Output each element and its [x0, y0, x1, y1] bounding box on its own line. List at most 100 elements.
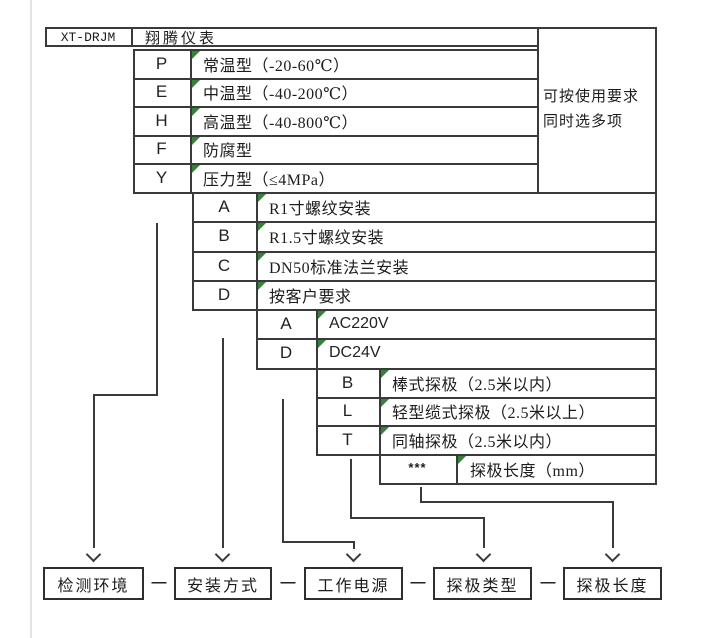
- cell-corner-tick: [258, 194, 266, 202]
- temp-desc-Y: 压力型（≤4MPa）: [203, 171, 336, 189]
- dash-separator: —: [410, 574, 426, 591]
- table-border-line: [133, 49, 537, 51]
- table-border-line: [316, 454, 655, 456]
- cell-corner-tick: [192, 108, 200, 116]
- power-code-D: D: [279, 343, 293, 362]
- connector-line: [420, 501, 614, 503]
- arrowhead-down-icon: [604, 546, 621, 563]
- selection-note-line2: 同时选多项: [543, 113, 624, 130]
- probe-code-B: B: [341, 372, 354, 392]
- length-code: ***: [408, 460, 427, 475]
- temp-code-P: P: [155, 53, 168, 73]
- probe-code-T: T: [342, 429, 353, 449]
- cell-corner-tick: [258, 253, 266, 261]
- probe-desc-L: 轻型缆式探极（2.5米以上）: [392, 405, 596, 422]
- cell-corner-tick: [258, 282, 266, 290]
- table-border-line: [316, 425, 655, 427]
- table-border-line: [316, 309, 318, 456]
- cell-corner-tick: [192, 80, 200, 88]
- temp-code-E: E: [155, 82, 168, 101]
- table-border-line: [256, 338, 655, 340]
- cell-corner-tick: [318, 311, 326, 319]
- install-code-D: D: [217, 284, 231, 304]
- dash-separator: —: [540, 574, 556, 591]
- model-code: XT-DRJM: [60, 29, 116, 45]
- cell-corner-tick: [192, 137, 200, 145]
- table-border-line: [192, 280, 655, 282]
- table-border-line: [379, 483, 655, 485]
- page-edge-line: [30, 0, 32, 638]
- temp-code-Y: Y: [155, 167, 168, 187]
- dash-separator: —: [280, 574, 296, 591]
- power-desc-A: AC220V: [329, 314, 389, 332]
- temp-code-H: H: [155, 110, 168, 130]
- connector-line: [350, 459, 352, 519]
- dash-separator: —: [151, 574, 167, 591]
- table-border-line: [133, 192, 655, 194]
- connector-line: [282, 399, 284, 543]
- category-box-installation: 安装方式: [174, 567, 272, 600]
- table-border-line: [379, 368, 381, 485]
- table-border-line: [316, 397, 655, 399]
- install-desc-B: R1.5寸螺纹安装: [269, 230, 385, 247]
- arrowhead-down-icon: [475, 546, 492, 563]
- install-code-A: A: [218, 196, 230, 216]
- arrowhead-down-icon: [85, 546, 102, 563]
- table-border-line: [133, 106, 537, 108]
- table-border-line: [192, 309, 655, 311]
- install-desc-A: R1寸螺纹安装: [269, 200, 372, 218]
- probe-desc-T: 同轴探极（2.5米以内）: [392, 433, 563, 451]
- cell-corner-tick: [192, 165, 200, 173]
- cell-corner-tick: [192, 51, 200, 59]
- category-box-probe-length: 探极长度: [563, 567, 662, 600]
- temp-desc-F: 防腐型: [203, 143, 253, 160]
- table-border-line: [133, 163, 537, 165]
- connector-line: [93, 394, 158, 396]
- table-border-line: [192, 221, 655, 223]
- install-desc-D: 按客户要求: [269, 288, 352, 306]
- cell-corner-tick: [381, 399, 389, 407]
- temp-desc-P: 常温型（-20-60℃）: [203, 57, 350, 75]
- table-border-line: [133, 135, 537, 137]
- connector-line: [420, 487, 422, 503]
- cell-corner-tick: [458, 456, 466, 464]
- table-border-line: [655, 27, 657, 485]
- table-border-line: [131, 27, 133, 47]
- table-border-line: [133, 78, 537, 80]
- brand-name: 翔腾仪表: [145, 30, 218, 47]
- power-code-A: A: [280, 313, 292, 333]
- install-code-C: C: [217, 255, 231, 275]
- install-code-B: B: [218, 226, 230, 245]
- category-box-probe-type: 探极类型: [433, 567, 532, 600]
- probe-code-L: L: [342, 401, 353, 420]
- connector-line: [483, 517, 485, 548]
- temp-desc-E: 中温型（-40-200℃）: [203, 86, 359, 103]
- table-border-line: [133, 49, 135, 194]
- probe-desc-B: 棒式探极（2.5米以内）: [392, 376, 563, 394]
- power-desc-D: DC24V: [329, 344, 381, 361]
- table-border-line: [45, 27, 655, 29]
- table-border-line: [537, 27, 539, 194]
- arrowhead-down-icon: [345, 546, 362, 563]
- cell-corner-tick: [381, 370, 389, 378]
- table-border-line: [192, 251, 655, 253]
- connector-line: [353, 541, 355, 549]
- connector-line: [350, 517, 485, 519]
- temp-desc-H: 高温型（-40-800℃）: [203, 114, 359, 132]
- table-border-line: [45, 27, 47, 47]
- connector-line: [93, 394, 95, 548]
- connector-line: [222, 338, 224, 548]
- table-border-line: [256, 368, 655, 370]
- temp-code-F: F: [156, 139, 167, 158]
- arrowhead-down-icon: [214, 546, 231, 563]
- cell-corner-tick: [318, 340, 326, 348]
- category-box-environment: 检测环境: [43, 567, 144, 600]
- install-desc-C: DN50标准法兰安装: [269, 259, 410, 277]
- table-border-line: [190, 49, 192, 194]
- table-border-line: [192, 192, 194, 311]
- selection-note-line1: 可按使用要求: [543, 88, 640, 105]
- table-border-line: [256, 192, 258, 370]
- connector-line: [156, 223, 158, 396]
- connector-line: [612, 501, 614, 548]
